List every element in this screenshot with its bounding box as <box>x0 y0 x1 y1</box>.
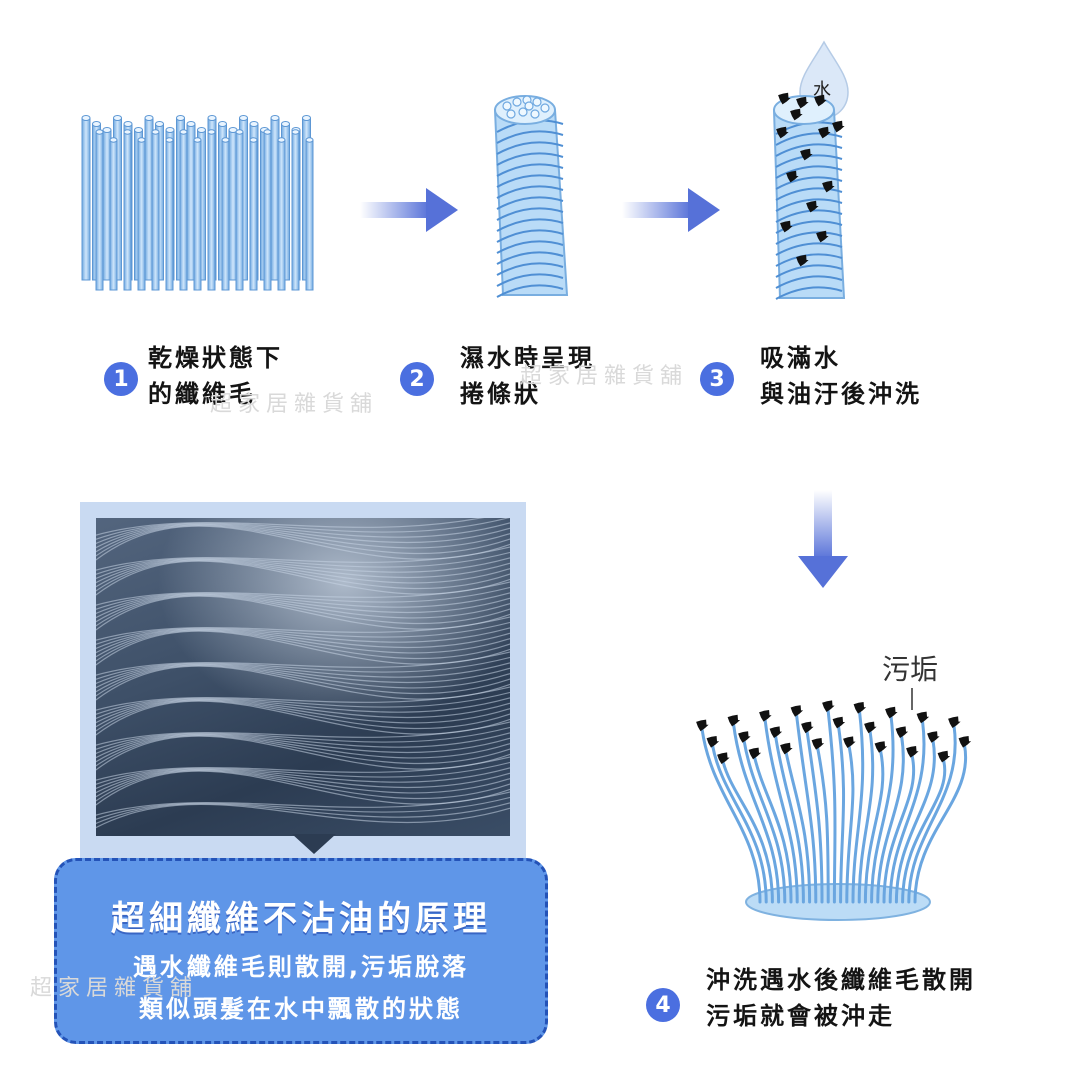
step-4-text: 沖洗遇水後纖維毛散開 污垢就會被沖走 <box>706 962 976 1034</box>
step-1-badge: 1 <box>104 362 138 396</box>
step-3-badge: 3 <box>700 362 734 396</box>
arrow-down-icon <box>798 490 848 588</box>
photo-pointer <box>292 834 336 854</box>
watermark-text-1: 超家居雜貨舖 <box>210 392 379 417</box>
watermark-text-2: 超家居雜貨舖 <box>520 364 689 389</box>
watermark-text-3: 超家居雜貨舖 <box>30 976 199 1001</box>
step-3-line1: 吸滿水 <box>760 344 841 372</box>
step-3-line2: 與油汙後沖洗 <box>760 380 922 408</box>
principle-callout: 超細纖維不沾油的原理 遇水纖維毛則散開,污垢脫落 類似頭髮在水中飄散的狀態 <box>54 858 548 1044</box>
dirt-label: 污垢 <box>882 653 939 686</box>
step-4-line2: 污垢就會被沖走 <box>706 1002 895 1030</box>
step-1-line1: 乾燥狀態下 <box>148 344 283 372</box>
callout-line-2: 類似頭髮在水中飄散的狀態 <box>139 995 463 1023</box>
arrow-right-icon-2 <box>622 188 720 232</box>
step-4-badge: 4 <box>646 988 680 1022</box>
step-3-text: 吸滿水 與油汙後沖洗 <box>760 340 922 412</box>
step-2-text: 濕水時呈現 捲條狀 <box>460 340 595 412</box>
step-2-line2: 捲條狀 <box>460 380 541 408</box>
twisted-fiber-illustration <box>493 95 569 298</box>
callout-title: 超細纖維不沾油的原理 <box>111 899 491 939</box>
dry-fibers-illustration <box>81 115 314 291</box>
spread-fiber-illustration <box>696 688 972 921</box>
fibers-in-water-photo <box>96 518 510 836</box>
step-1-text: 乾燥狀態下 的纖維毛 <box>148 340 283 412</box>
step-2-badge: 2 <box>400 362 434 396</box>
arrow-right-icon-1 <box>360 188 458 232</box>
callout-line-1: 遇水纖維毛則散開,污垢脫落 <box>132 953 470 981</box>
step-1-line2: 的纖維毛 <box>148 380 256 408</box>
step-2-line1: 濕水時呈現 <box>460 344 595 372</box>
dirty-fiber-illustration: 水 <box>772 40 849 300</box>
water-label: 水 <box>813 80 831 101</box>
step-4-line1: 沖洗遇水後纖維毛散開 <box>706 966 976 994</box>
